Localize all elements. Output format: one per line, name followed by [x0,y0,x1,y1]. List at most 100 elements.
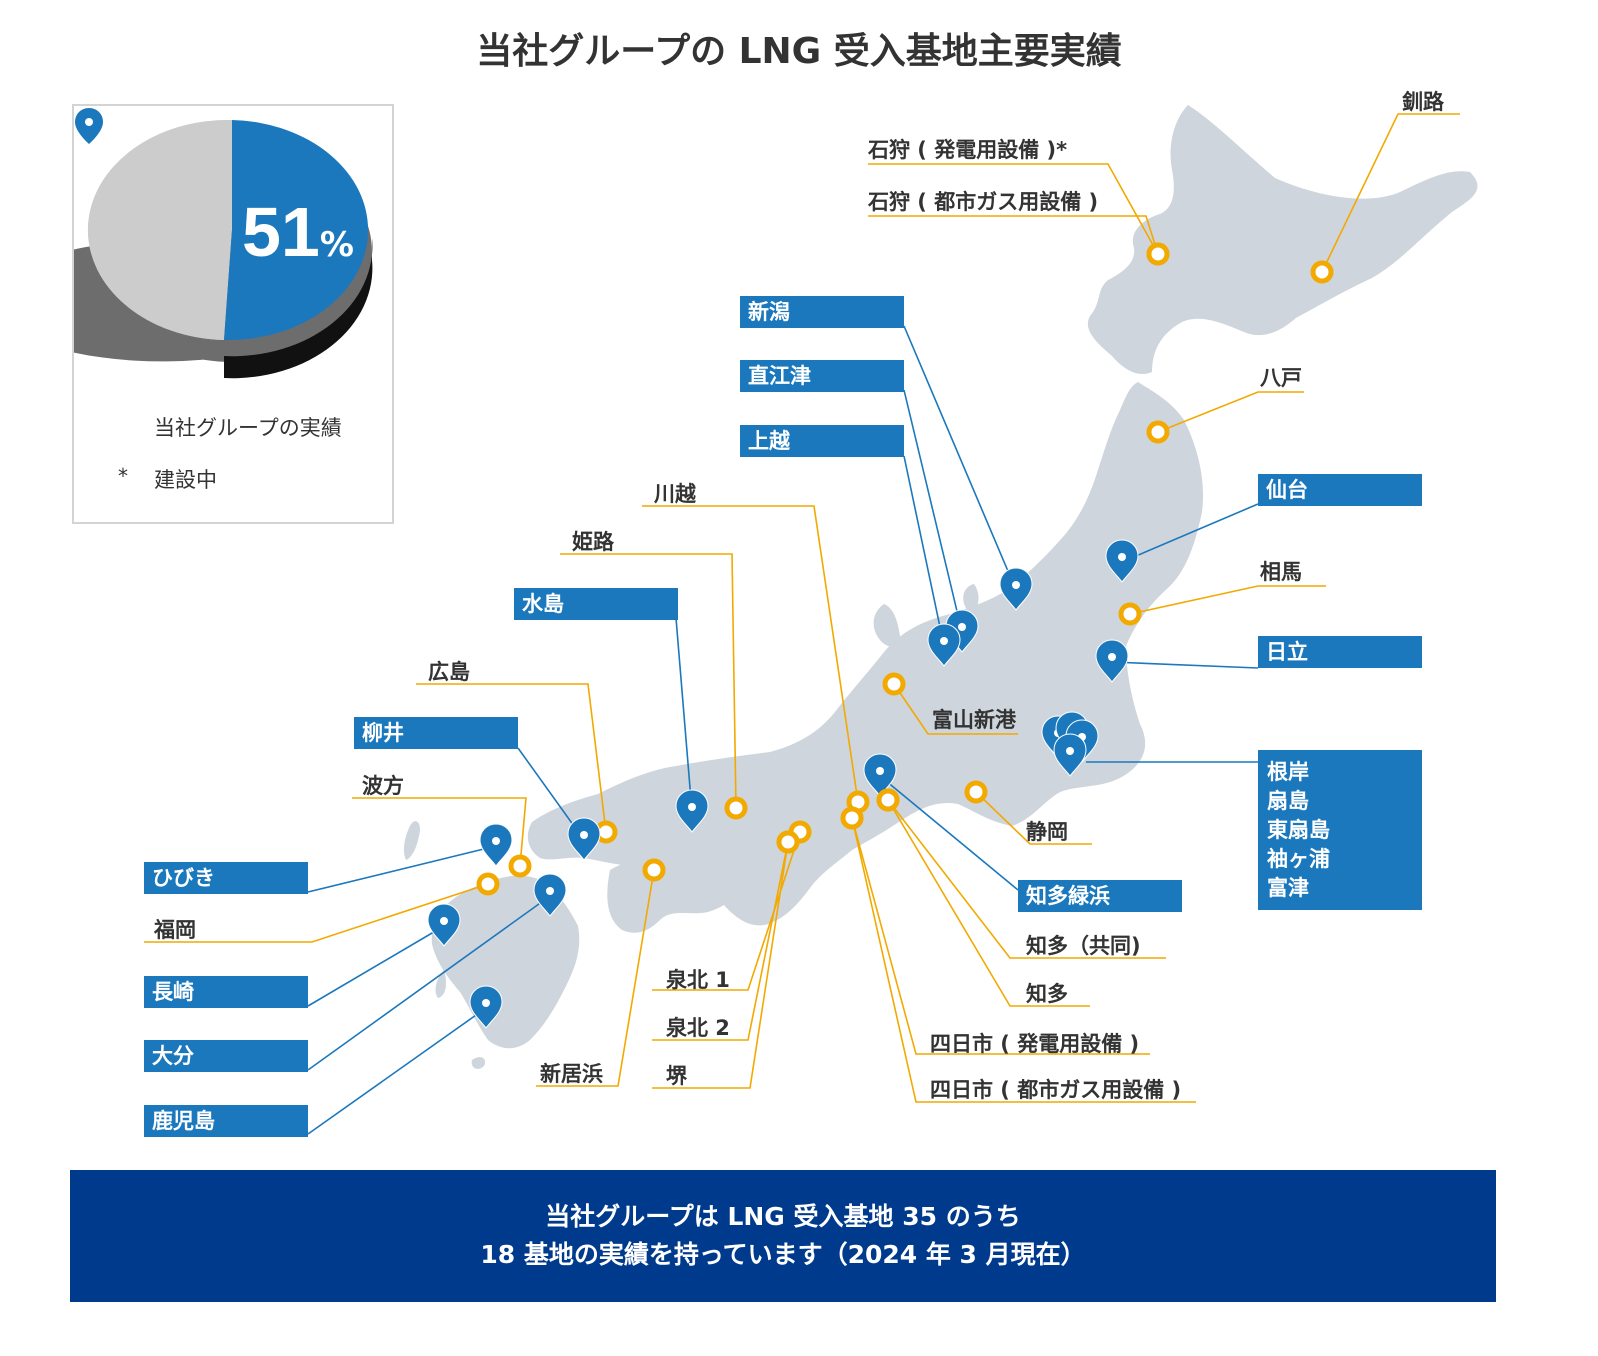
label-negishi: 根岸 [1267,760,1309,784]
leader-line-himeji [560,553,737,809]
leader-line-hachinohe [1157,391,1304,433]
leader-lines [144,113,1460,1135]
leader-line-hitachi [1111,661,1259,669]
label-kushiro: 釧路 [1402,90,1444,114]
orange-marker-kushiro [1310,260,1334,284]
label-sakai: 堺 [666,1064,687,1088]
pie-gray-face [87,119,233,340]
shikoku [607,841,752,933]
label-senboku1: 泉北 1 [666,968,730,992]
label-himeji: 姫路 [572,530,614,554]
label-joetsu: 上越 [740,425,904,457]
leader-line-toyama [893,683,1018,735]
label-yokkaichi-gas: 四日市 ( 都市ガス用設備 ) [930,1078,1182,1102]
label-higashi-ogishima: 東扇島 [1267,818,1330,842]
share-pie-chart [74,119,373,379]
orange-marker-fukuoka [476,872,500,896]
label-ishikari-gas: 石狩 ( 都市ガス用設備 ) [868,190,1099,214]
pin-icon-chita-midorihama [863,753,897,797]
pin-icon-sendai [1105,539,1139,583]
pin-icon-joetsu [927,623,961,667]
label-niihama: 新居浜 [540,1062,603,1086]
label-kawagoe: 川越 [654,482,696,506]
asterisk-icon: * [118,464,128,488]
site-markers [427,242,1334,1029]
leader-line-naoetsu [903,389,963,633]
label-ogishima: 扇島 [1267,789,1309,813]
leader-line-sakai [652,841,789,1089]
label-yanai: 柳井 [354,717,518,749]
orange-marker-yokkaichi-gas [840,806,864,830]
label-hachinohe: 八戸 [1260,366,1302,390]
pie-side-black [224,238,373,379]
label-tokyo-bay-group: 根岸 扇島 東扇島 袖ヶ浦 富津 [1258,750,1422,910]
summary-banner: 当社グループは LNG 受入基地 35 のうち 18 基地の実績を持っています（… [70,1170,1496,1302]
orange-marker-chita [876,788,900,812]
orange-marker-soma [1118,602,1142,626]
leader-line-nagasaki [307,925,445,1007]
orange-marker-himeji [724,796,748,820]
pin-icon-tokyo-bay-4 [1053,733,1087,777]
orange-marker-namikata [508,854,532,878]
leader-line-kawagoe [642,505,859,803]
leader-line-niigata [903,325,1017,591]
orange-marker-toyama [882,672,906,696]
pin-icon-hibiki [479,823,513,867]
pin-icon-oita [533,873,567,917]
label-hiroshima: 広島 [428,660,470,684]
orange-marker-sakai [776,830,800,854]
page-title: 当社グループの LNG 受入基地主要実績 [476,31,1122,72]
pin-icon-hitachi [1095,639,1129,683]
leader-line-chita [887,799,1090,1007]
label-chita-joint: 知多（共同) [1026,934,1141,958]
leader-line-shizuoka [975,791,1092,845]
label-sendai: 仙台 [1258,474,1422,506]
label-fukuoka: 福岡 [154,918,196,942]
pin-icon [75,108,103,144]
label-oita: 大分 [144,1040,308,1072]
pin-icon-yanai [567,817,601,861]
label-chita-midorihama: 知多緑浜 [1018,880,1182,912]
label-kagoshima: 鹿児島 [144,1105,308,1137]
leader-line-soma [1129,585,1326,615]
leader-line-mizushima [675,617,693,813]
leader-line-yokkaichi-gas [851,817,1196,1103]
label-ishikari-power: 石狩 ( 発電用設備 )* [868,138,1068,162]
leader-line-ishikari-power [868,163,1159,255]
pin-icon-niigata [999,567,1033,611]
label-yokkaichi-power: 四日市 ( 発電用設備 ) [930,1032,1140,1056]
leader-line-hibiki [307,845,497,893]
label-toyama: 富山新港 [932,708,1016,732]
label-senboku2: 泉北 2 [666,1016,730,1040]
leader-line-sendai [1121,503,1259,563]
share-percent: 51% [242,192,354,272]
label-soma: 相馬 [1260,560,1302,584]
leader-line-senboku2 [652,841,789,1041]
label-hitachi: 日立 [1258,636,1422,668]
label-hibiki: ひびき [144,862,308,894]
pin-icon-kagoshima [469,985,503,1029]
orange-marker-hachinohe [1146,420,1170,444]
label-mizushima: 水島 [514,588,678,620]
leader-line-namikata [352,797,527,867]
leader-line-niihama [536,869,655,1087]
share-symbol: % [319,225,354,265]
label-shizuoka: 静岡 [1026,820,1068,844]
label-naoetsu: 直江津 [740,360,904,392]
pie-blue-slice [224,120,369,341]
banner-line-1: 当社グループは LNG 受入基地 35 のうち [545,1202,1021,1231]
leader-line-kushiro [1321,113,1460,273]
orange-marker-shizuoka [964,780,988,804]
label-futtsu: 富津 [1267,876,1309,900]
legend-panel: 51% 当社グループの実績 * 建設中 [72,104,394,524]
leader-line-fukuoka [144,883,489,943]
orange-marker-niihama [642,858,666,882]
landmass [403,105,1478,1069]
leader-line-yokkaichi-power [851,817,1150,1055]
leader-line-senboku1 [652,831,801,991]
legend-star-label: 建設中 [154,468,217,492]
pin-icon-nagasaki [427,903,461,947]
leader-line-chita-joint [887,799,1166,959]
pin-icon-mizushima [675,789,709,833]
label-niigata: 新潟 [740,296,904,328]
